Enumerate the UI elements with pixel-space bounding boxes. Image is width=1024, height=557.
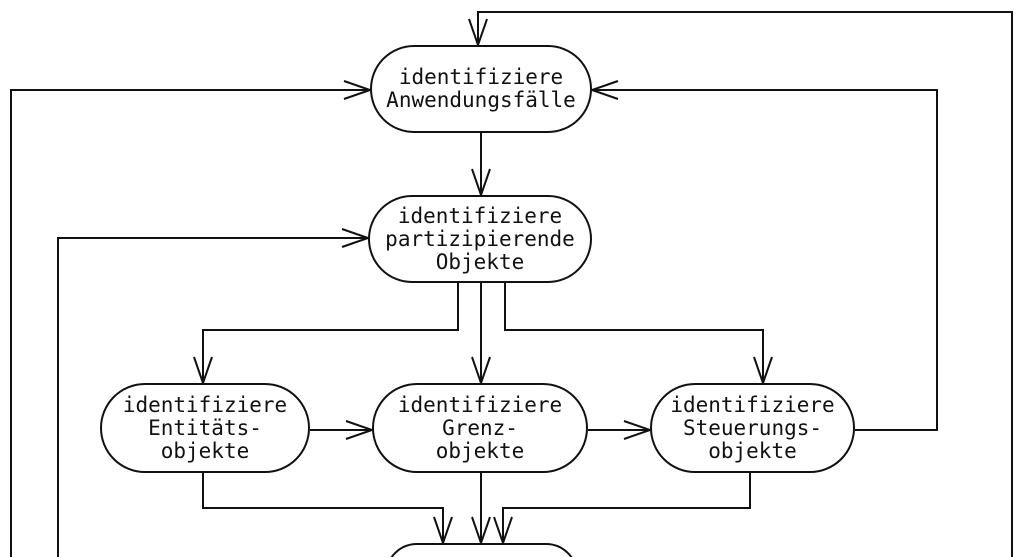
node-label-line: objekte [160, 438, 250, 463]
edge-participating-to-control [504, 283, 764, 381]
node-label-line: objekte [708, 438, 797, 463]
edge-left-feedback-to-use-cases [10, 89, 368, 557]
node-label-line: Anwendungsfälle [386, 88, 576, 112]
node-identify-entity-objects: identifiziere Entitäts- objekte [100, 383, 310, 473]
node-identify-participating-objects: identifiziere partizipierende Objekte [368, 195, 592, 283]
edge-control-feedback-to-use-cases [594, 89, 938, 431]
edge-control-to-bottom [502, 473, 751, 541]
node-label-line: Entitäts- [148, 415, 262, 440]
edge-loop-top-into-use-cases [477, 11, 1013, 557]
node-label-line: identifiziere [398, 65, 564, 89]
arrowhead-left-use-cases-right [588, 80, 619, 100]
node-label-line: identifiziere [122, 392, 288, 417]
edge-participating-to-entity [202, 283, 459, 381]
node-label-line: identifiziere [397, 392, 563, 417]
node-label-line: objekte [435, 438, 525, 463]
node-label-line: Steuerungs- [682, 415, 823, 440]
node-identify-control-objects: identifiziere Steuerungs- objekte [650, 383, 855, 473]
edge-entity-to-bottom [202, 473, 444, 541]
node-identify-use-cases: identifiziere Anwendungsfälle [370, 45, 592, 133]
node-label-line: partizipierende [385, 226, 575, 251]
node-bottom-partial [385, 543, 578, 557]
node-identify-boundary-objects: identifiziere Grenz- objekte [372, 383, 588, 473]
node-label-line: Grenz- [442, 415, 518, 440]
node-label-line: identifiziere [670, 392, 835, 417]
node-label-line: identifiziere [397, 203, 563, 228]
edge-left-feedback-to-participating [57, 237, 366, 557]
node-label-line: Objekte [435, 249, 525, 274]
